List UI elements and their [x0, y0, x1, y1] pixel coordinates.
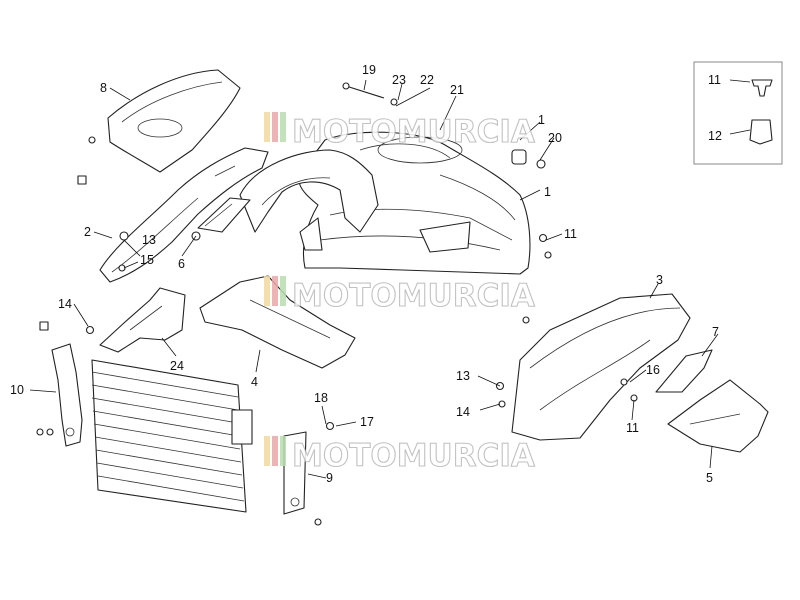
- callout-20: 20: [548, 131, 562, 145]
- callout-14-right: 14: [456, 405, 470, 419]
- watermark-text-middle: MOTOMURCIA: [292, 278, 535, 314]
- inset-callout-12: 12: [708, 129, 722, 143]
- callout-24: 24: [170, 359, 184, 373]
- callout-23: 23: [392, 73, 406, 87]
- rear-top-cover: [107, 69, 241, 173]
- callout-8: 8: [100, 81, 107, 95]
- watermark-text-top: MOTOMURCIA: [292, 114, 535, 150]
- callout-13: 13: [142, 233, 156, 247]
- leader-lines: [29, 79, 751, 479]
- lower-radiator-bracket: [283, 431, 307, 515]
- radiator: [91, 359, 253, 513]
- callout-19: 19: [362, 63, 376, 77]
- tank-inner-frame: [239, 149, 471, 253]
- callout-11-upper: 11: [564, 227, 577, 241]
- callout-labels: 19 23 22 21 8 1 20 1 2 13 15 6 11 3 14 2…: [10, 63, 722, 485]
- callout-5: 5: [706, 471, 713, 485]
- watermark-text-bottom: MOTOMURCIA: [292, 438, 535, 474]
- hardware-fasteners: [36, 82, 638, 526]
- lower-right-cover: [667, 379, 769, 453]
- callout-9: 9: [326, 471, 333, 485]
- callout-17: 17: [360, 415, 374, 429]
- callout-13-right: 13: [456, 369, 470, 383]
- inset-callout-11: 11: [708, 73, 721, 87]
- callout-15: 15: [140, 253, 154, 267]
- callout-4: 4: [251, 375, 258, 389]
- callout-21: 21: [450, 83, 464, 97]
- callout-6: 6: [178, 257, 185, 271]
- small-front-cover: [655, 349, 713, 393]
- callout-16: 16: [646, 363, 660, 377]
- callout-1-upper: 1: [538, 113, 545, 127]
- callout-3: 3: [656, 273, 663, 287]
- callout-2: 2: [84, 225, 91, 239]
- callout-10: 10: [10, 383, 24, 397]
- watermark-top: MOTOMURCIA: [264, 112, 535, 151]
- right-side-panel: [511, 293, 691, 441]
- watermark-middle: MOTOMURCIA: [264, 276, 535, 315]
- lower-center-cover: [199, 275, 356, 369]
- callout-18: 18: [314, 391, 328, 405]
- callout-7: 7: [712, 325, 719, 339]
- watermark-bottom: MOTOMURCIA: [264, 436, 535, 475]
- air-duct: [99, 287, 186, 353]
- detail-inset: [693, 61, 783, 165]
- callout-11-lower: 11: [626, 421, 639, 435]
- small-bracket: [197, 197, 251, 233]
- callout-14-left: 14: [58, 297, 72, 311]
- callout-1: 1: [544, 185, 551, 199]
- radiator-side-bracket: [51, 343, 83, 447]
- callout-22: 22: [420, 73, 434, 87]
